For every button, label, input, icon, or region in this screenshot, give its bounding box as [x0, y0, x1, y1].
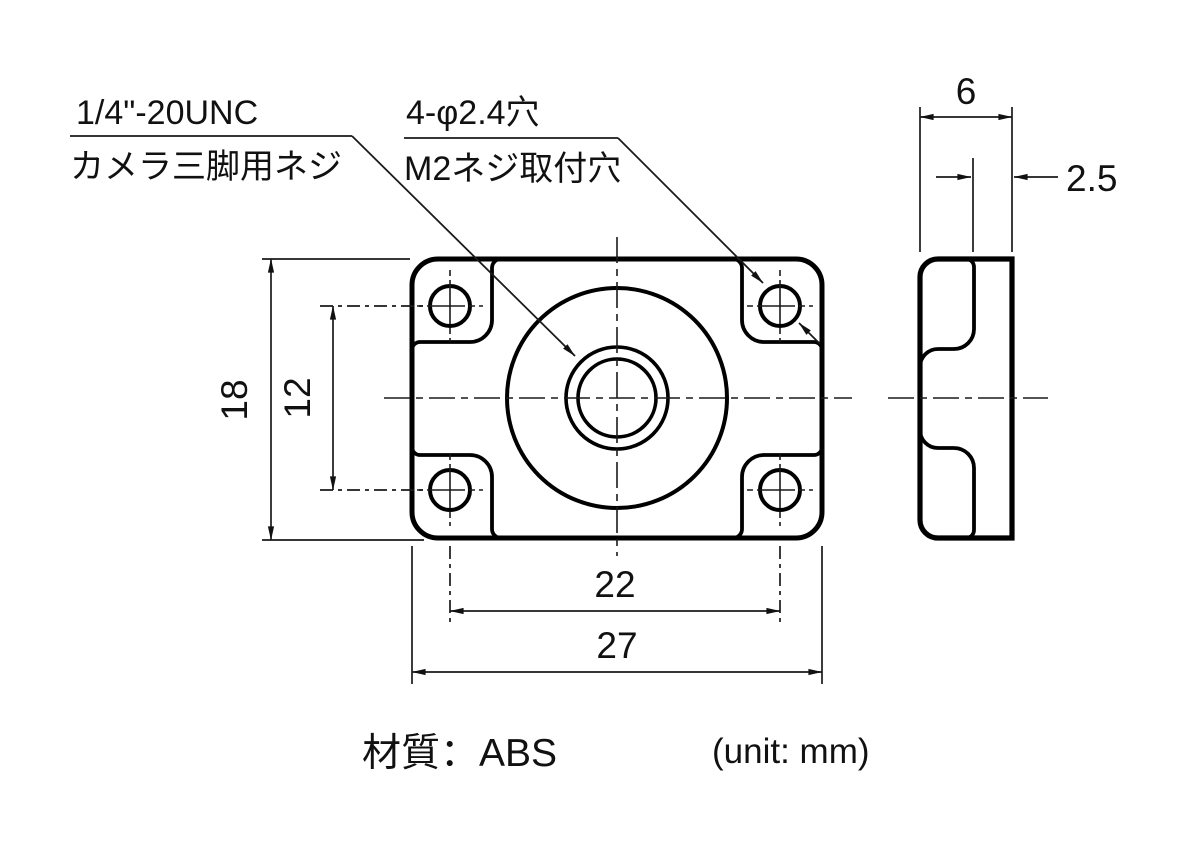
side-view: [888, 256, 1048, 541]
corner-pad-contour-bottom-left: [410, 446, 501, 540]
dim-hole-pitch-horizontal: 22: [449, 546, 781, 622]
dim-plate-height: 18: [214, 258, 424, 541]
dim-plate-width: 27: [411, 546, 823, 684]
leader-tail-arrow: [798, 322, 821, 345]
callout-mounting-line1: 4-φ2.4穴: [406, 94, 540, 132]
corner-pad-contour-bottom-right: [733, 446, 824, 540]
dim-value-22: 22: [594, 564, 635, 605]
material-note: 材質：ABS: [362, 732, 557, 775]
dim-base-thickness: 2.5: [936, 158, 1117, 252]
dim-value-2-5: 2.5: [1066, 158, 1117, 199]
side-step-contour-top: [918, 257, 976, 368]
dim-value-18: 18: [214, 379, 255, 420]
callout-tripod-line2: カメラ三脚用ネジ: [70, 148, 342, 186]
corner-pad-contour-top-left: [410, 257, 501, 351]
side-step-contour-bottom: [918, 429, 976, 540]
callout-mounting-line2: M2ネジ取付穴: [404, 150, 621, 188]
callout-mounting-holes: 4-φ2.4穴 M2ネジ取付穴: [404, 94, 821, 345]
dim-value-27: 27: [596, 625, 637, 666]
side-outline: [917, 256, 1015, 541]
callout-tripod-line1: 1/4"-20UNC: [76, 94, 258, 132]
callout-tripod-thread: 1/4"-20UNC カメラ三脚用ネジ: [70, 94, 576, 357]
leader-line-to-center-hole: [351, 135, 576, 357]
hole-crosshairs: [417, 270, 813, 526]
dim-hole-pitch-vertical: 12: [277, 305, 424, 491]
corner-pad-contour-top-right: [733, 257, 824, 351]
front-view: [384, 237, 852, 556]
dim-value-12: 12: [277, 377, 318, 418]
leader-line-to-corner-hole: [617, 137, 764, 284]
dim-value-6: 6: [956, 71, 977, 112]
unit-note: (unit: mm): [712, 732, 870, 771]
dim-total-thickness: 6: [919, 71, 1013, 252]
